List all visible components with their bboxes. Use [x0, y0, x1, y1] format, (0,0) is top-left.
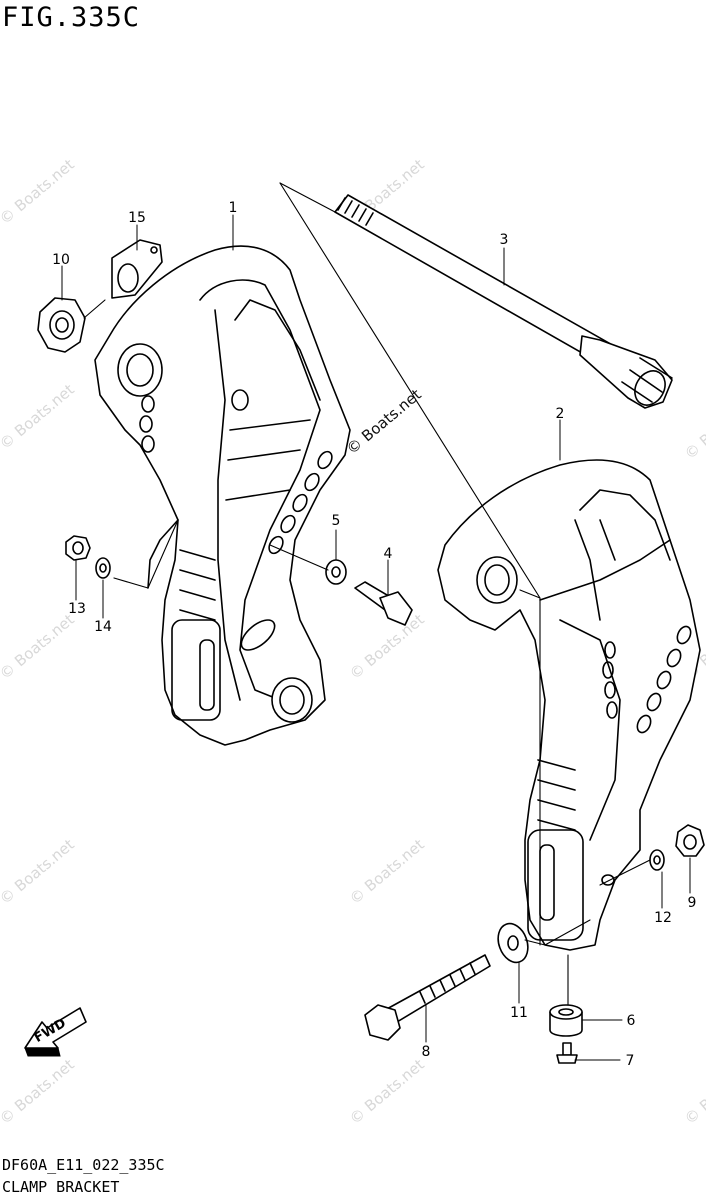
callout-2: 2: [556, 406, 565, 422]
callout-15: 15: [128, 210, 146, 226]
part-8-bolt: [364, 954, 491, 1041]
figure-title: FIG.335C: [2, 2, 141, 33]
part-3-shaft: [334, 194, 673, 409]
part-15-plate: [111, 239, 163, 299]
callout-14: 14: [94, 619, 112, 635]
callout-11: 11: [510, 1005, 528, 1021]
fwd-arrow: FWD: [24, 1007, 87, 1057]
adjust-holes: [139, 395, 333, 555]
part-13-nut: [65, 535, 91, 561]
part-12-washer: [649, 849, 665, 871]
part-11-washer: [497, 922, 529, 964]
watermark: © Boats.net: [346, 1055, 428, 1128]
watermark: © Boats.net: [681, 1055, 706, 1128]
watermark: © Boats.net: [0, 155, 78, 228]
part-9-nut: [675, 824, 705, 857]
callout-3: 3: [500, 232, 509, 248]
part-10-nut: [37, 297, 86, 353]
part-6-spacer: [549, 1004, 583, 1037]
watermark: © Boats.net: [0, 835, 78, 908]
watermark: © Boats.net: [0, 610, 78, 683]
watermark: © Boats.net: [346, 610, 428, 683]
leader-lines: [61, 214, 691, 1061]
watermark: © Boats.net: [0, 380, 78, 453]
callout-13: 13: [68, 601, 86, 617]
watermark: © Boats.net: [681, 390, 706, 463]
callout-10: 10: [52, 252, 70, 268]
part-5-washer: [325, 559, 347, 585]
callout-6: 6: [627, 1013, 636, 1029]
drawing-code: DF60A_E11_022_335C: [2, 1156, 165, 1174]
part-7-screw: [556, 1042, 578, 1064]
figure-caption: CLAMP BRACKET: [2, 1178, 120, 1196]
callout-12: 12: [654, 910, 672, 926]
callout-8: 8: [422, 1044, 431, 1060]
assembly-lines: [83, 182, 651, 1006]
callout-7: 7: [626, 1053, 635, 1069]
callout-5: 5: [332, 513, 341, 529]
watermark: © Boats.net: [346, 835, 428, 908]
part-2-clamp-bracket: [437, 459, 701, 951]
callout-9: 9: [688, 895, 697, 911]
part-4-stopper-bolt: [354, 581, 413, 626]
callout-labels: 1 2 3 4 5 6 7 8 9 10 11 12 13 14 15: [52, 200, 696, 1069]
callout-4: 4: [384, 546, 393, 562]
part-1-clamp-bracket: [94, 245, 351, 746]
watermark: © Boats.net: [0, 1055, 78, 1128]
adjust-holes: [602, 625, 692, 734]
callout-1: 1: [229, 200, 238, 216]
watermark-dark: © Boats.net: [343, 385, 425, 458]
part-14-washer: [95, 557, 111, 579]
